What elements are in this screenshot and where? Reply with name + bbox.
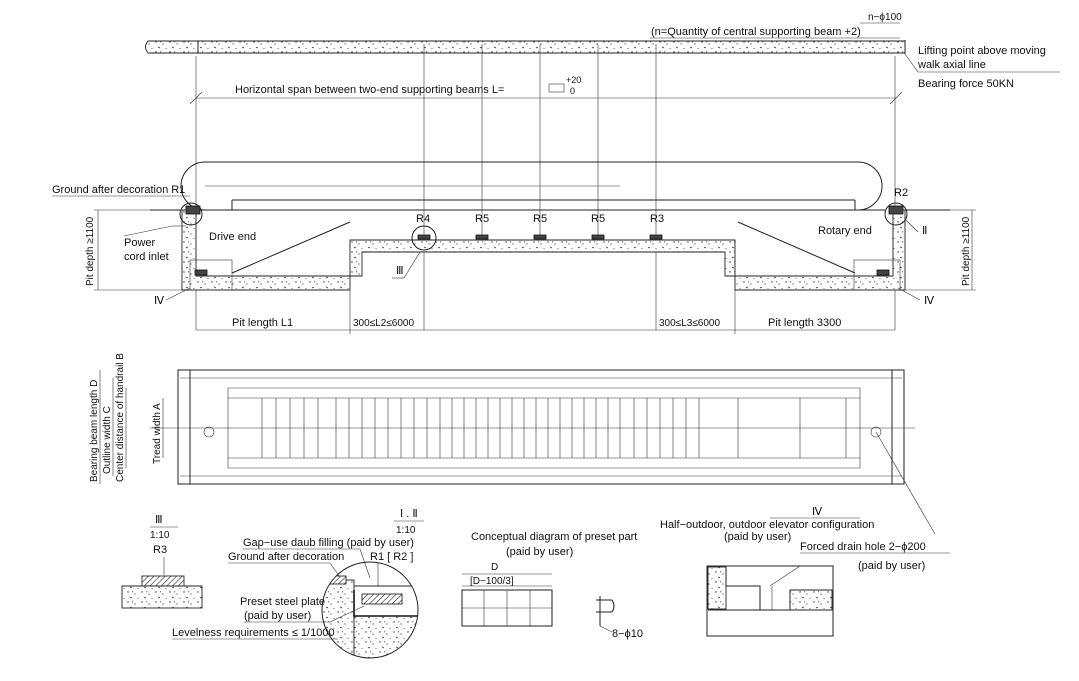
label-iv-left: Ⅳ [154, 295, 165, 307]
preset-plate-line2: (paid by user) [244, 610, 311, 622]
horizontal-span-label: Horizontal span between two-end supporti… [235, 84, 504, 96]
detail-iii-r3: R3 [153, 544, 167, 556]
levelness-label: Levelness requirements ≤ 1/1000 [172, 627, 335, 639]
pit-length-l1: Pit length L1 [232, 317, 293, 329]
conceptual-d-label: D [491, 562, 498, 573]
label-r4: R4 [416, 213, 430, 225]
r1-r2-label: R1 [ R2 ] [370, 551, 413, 563]
l2-range: 300≤L2≤6000 [353, 318, 414, 329]
preset-plate-line1: Preset steel plate [240, 596, 325, 608]
gap-filling-label: Gap−use daub filling (paid by user) [243, 537, 414, 549]
half-outdoor-label: Half−outdoor, outdoor elevator configura… [660, 519, 874, 531]
tolerance-lower: 0 [570, 86, 575, 96]
outline-width: Outline width C [102, 406, 113, 474]
plan-view [150, 369, 936, 535]
ground-after-decoration-detail: Ground after decoration [228, 551, 344, 563]
tread-width: Tread width A [152, 403, 163, 464]
label-r3: R3 [650, 213, 664, 225]
drive-end-label: Drive end [209, 231, 256, 243]
detail-iv-title: Ⅳ [812, 506, 823, 518]
half-outdoor-paid: (paid by user) [724, 531, 791, 543]
detail-iv-section [706, 565, 834, 637]
rebar-label: 8−ϕ10 [612, 628, 643, 640]
preset-part-plate [461, 589, 553, 627]
ground-after-decoration-r1: Ground after decoration R1 [52, 184, 185, 196]
bearing-force-label: Bearing force 50KN [918, 78, 1014, 90]
quantity-note: (n=Quantity of central supporting beam +… [651, 26, 861, 38]
detail-iii-title: Ⅲ [155, 514, 163, 526]
moving-walk-truss [180, 161, 883, 211]
power-cord-line2: cord inlet [124, 251, 169, 263]
lifting-point-line2: walk axial line [917, 59, 986, 71]
bearing-plates [185, 205, 904, 276]
label-r5-b: R5 [533, 213, 547, 225]
label-iii: Ⅲ [396, 265, 404, 277]
power-cord-line1: Power [124, 237, 156, 249]
l3-range: 300≤L3≤6000 [659, 318, 720, 329]
conceptual-line1: Conceptual diagram of preset part [471, 531, 637, 543]
detail-i-ii-title: Ⅰ . Ⅱ [400, 508, 418, 520]
detail-i-ii-circle [321, 561, 419, 659]
tolerance-upper: +20 [566, 75, 581, 85]
label-r5-a: R5 [475, 213, 489, 225]
detail-iii-scale: 1:10 [150, 530, 170, 541]
center-distance-handrail: Center distance of handrail B [115, 353, 126, 482]
label-r5-c: R5 [591, 213, 605, 225]
detail-markers [179, 202, 908, 291]
label-iv-right: Ⅳ [924, 295, 935, 307]
quantity-label: n−ϕ100 [868, 12, 902, 23]
rotary-end-label: Rotary end [818, 225, 872, 237]
bearing-beam-length: Bearing beam length D [89, 380, 100, 482]
detail-i-ii-scale: 1:10 [396, 525, 416, 536]
plan-tread-lines [261, 398, 847, 458]
lifting-point-line1: Lifting point above moving [918, 45, 1046, 57]
pit-depth-left: Pit depth ≥1100 [85, 216, 96, 286]
pit-depth-right: Pit depth ≥1100 [961, 216, 972, 286]
forced-drain-label: Forced drain hole 2−ϕ200 [800, 541, 926, 553]
conceptual-line2: (paid by user) [506, 546, 573, 558]
forced-drain-paid: (paid by user) [858, 560, 925, 572]
pit-length-3300: Pit length 3300 [768, 317, 841, 329]
conceptual-d-formula: [D−100/3] [470, 576, 514, 587]
label-r2: R2 [894, 187, 908, 199]
label-ii: Ⅱ [922, 225, 927, 237]
ceiling-beam [145, 40, 906, 54]
anchor-bar-sketch [596, 596, 615, 626]
